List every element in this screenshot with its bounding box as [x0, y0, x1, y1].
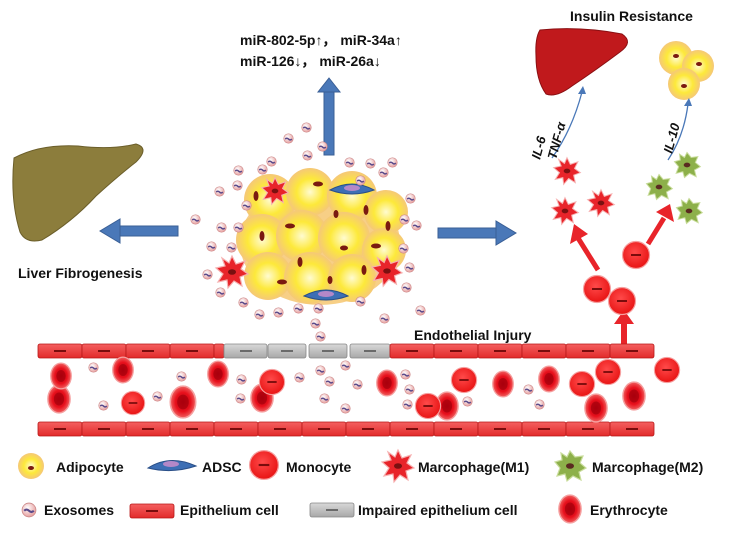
legend-label: Epithelium cell [180, 502, 279, 518]
vessel-top-wall [37, 343, 655, 359]
legend-label: Erythrocyte [590, 502, 668, 518]
m1-macrophage [551, 197, 579, 225]
legend-label: ADSC [202, 459, 242, 475]
legend: Adipocyte ADSC Monocyte Marcophage(M1) M… [18, 449, 703, 524]
legend-label: Adipocyte [56, 459, 124, 475]
legend-item-m2: Marcophage(M2) [554, 450, 703, 482]
m1-macrophage-icon [381, 449, 415, 483]
red-arrows [570, 204, 674, 344]
legend-label: Impaired epithelium cell [358, 502, 518, 518]
vessel-bottom-wall [37, 421, 655, 437]
signal-arrow-il6 [551, 91, 583, 159]
m1-macrophage [587, 189, 615, 217]
liver-fibrogenesis-icon [12, 143, 144, 242]
m1-macrophage [553, 157, 581, 185]
m2-macrophage [646, 174, 673, 200]
legend-item-adsc: ADSC [146, 459, 242, 475]
legend-label: Exosomes [44, 502, 114, 518]
insulin-resistant-adipocytes [659, 41, 714, 100]
m2-macrophage [676, 198, 703, 224]
insulin-resistance-label: Insulin Resistance [570, 8, 693, 24]
endothelial-injury-label: Endothelial Injury [414, 327, 532, 343]
legend-item-adipocyte: Adipocyte [18, 453, 124, 479]
mirna-up-label: miR-802-5p↑， miR-34a↑ [240, 32, 402, 48]
monocyte-icon [248, 449, 280, 481]
legend-item-impaired: Impaired epithelium cell [309, 502, 518, 518]
mirna-down-label: miR-126↓， miR-26a↓ [240, 53, 381, 69]
legend-item-exosome: Exosomes [21, 502, 114, 518]
legend-item-monocyte: Monocyte [248, 449, 352, 481]
erythrocyte-icon [558, 494, 582, 524]
legend-item-erythrocyte: Erythrocyte [558, 494, 668, 524]
monocyte [607, 286, 637, 316]
right-arrow [437, 220, 517, 246]
adsc-cell [302, 289, 350, 301]
m1-macrophage [215, 255, 249, 289]
liver-fibrogenesis-label: Liver Fibrogenesis [18, 265, 143, 281]
adipose-tissue-cluster [236, 168, 408, 305]
left-arrow [99, 218, 179, 244]
tnf-label: TNF-α [544, 120, 568, 161]
monocyte [621, 240, 651, 270]
signal-arrow-il10 [667, 103, 689, 161]
exosome-icon [21, 502, 37, 518]
legend-label: Marcophage(M2) [592, 459, 703, 475]
legend-label: Monocyte [286, 459, 352, 475]
insulin-resistant-liver-icon [535, 28, 628, 96]
adsc-cell [328, 183, 376, 195]
m2-macrophage-icon [554, 450, 587, 482]
legend-item-epithelium: Epithelium cell [129, 502, 279, 519]
legend-label: Marcophage(M1) [418, 459, 529, 475]
il6-label: IL-6 [528, 134, 549, 161]
up-arrow [316, 77, 342, 156]
monocyte [582, 274, 612, 304]
vessel-exosomes [88, 360, 545, 414]
m2-macrophage [674, 152, 701, 178]
legend-item-m1: Marcophage(M1) [381, 449, 529, 483]
